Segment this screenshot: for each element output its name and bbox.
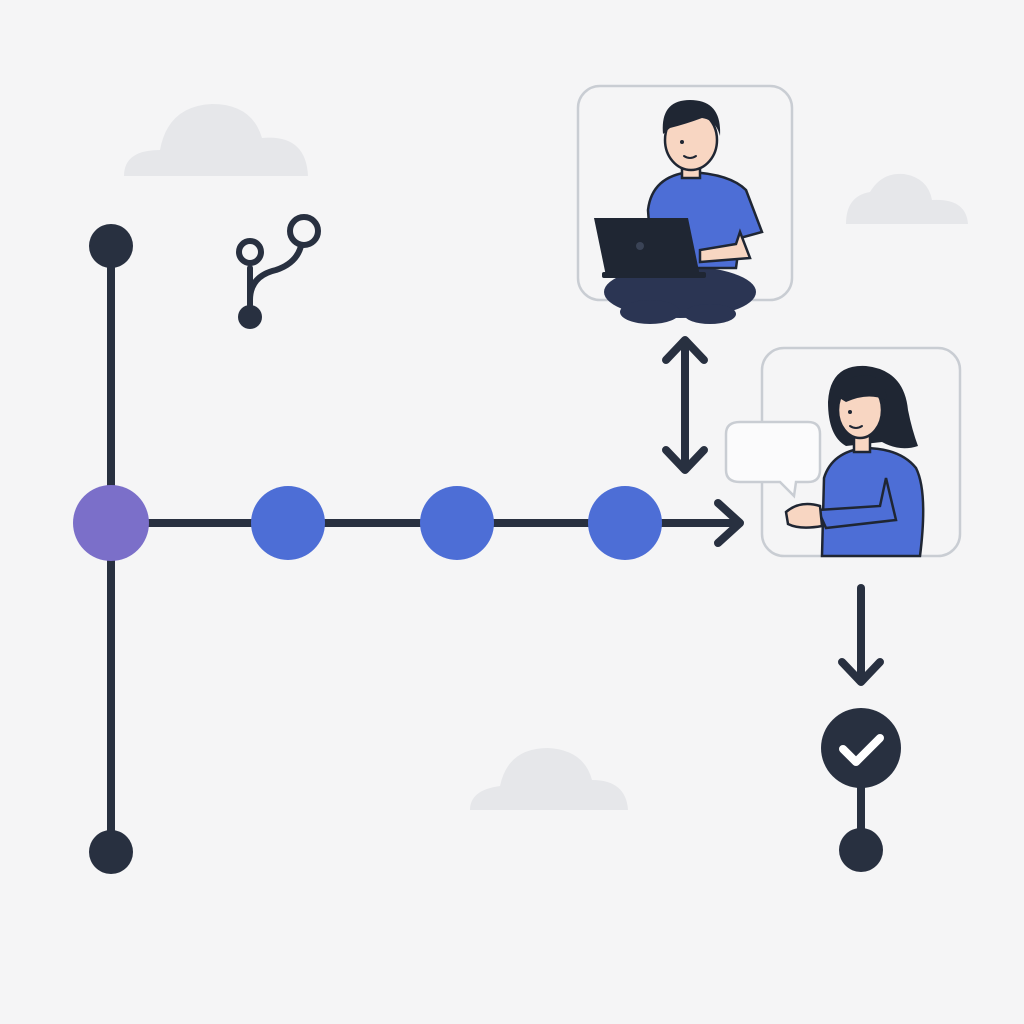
main-branch-end-node — [89, 830, 133, 874]
down-arrow-icon — [838, 584, 884, 686]
double-arrow-icon — [662, 336, 708, 474]
cloud-bottom — [470, 748, 628, 810]
approval-node — [821, 708, 901, 872]
git-branch-icon — [236, 214, 321, 329]
main-branch-start-node — [89, 224, 133, 268]
cloud-top-right — [846, 173, 968, 224]
cloud-top-left — [124, 104, 308, 176]
merge-end-node — [839, 828, 883, 872]
branch-origin-node — [73, 485, 149, 561]
commit-node-2 — [420, 486, 494, 560]
reviewer-shirt — [820, 446, 925, 558]
checkmark-icon — [839, 734, 884, 766]
commit-node-3 — [588, 486, 662, 560]
laptop-icon — [594, 218, 706, 278]
feature-branch-arrowhead — [714, 499, 744, 547]
commit-node-1 — [251, 486, 325, 560]
reviewer-card — [724, 346, 962, 558]
speech-bubble-icon — [724, 420, 822, 499]
developer-card — [576, 84, 794, 324]
